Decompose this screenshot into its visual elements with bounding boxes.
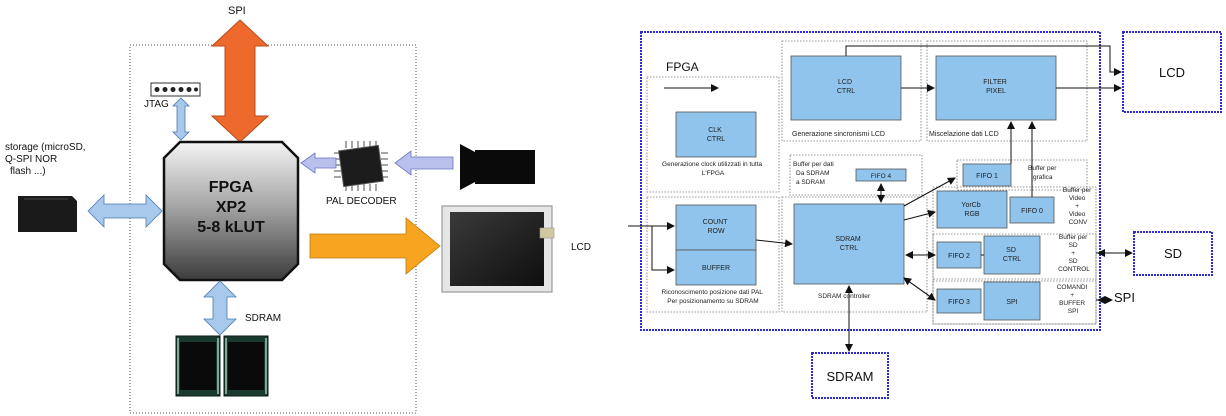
buffer-sd-caption: Buffer per SD + SD CONTROL	[1058, 234, 1090, 273]
spi-block	[983, 281, 1041, 321]
fpga-chip	[162, 140, 300, 282]
fpga-chip-line2: XP2	[216, 199, 246, 216]
fifo1-label: FIFO 1	[976, 173, 998, 180]
camera-icon	[460, 144, 535, 190]
fpga-sdram-bidirectional-arrow	[203, 280, 237, 336]
microsd-card-icon	[18, 196, 77, 232]
fpga-to-lcd-arrow	[309, 217, 441, 275]
pal-decoder-chip-icon	[334, 141, 388, 191]
storage-label: storage (microSD, Q-SPI NOR flash ...)	[5, 142, 88, 177]
clk-caption: Generazione clock utilizzati in tutta L'…	[662, 161, 764, 177]
fpga-chip-line3: 5-8 kLUT	[197, 219, 265, 236]
buffer-label: BUFFER	[702, 265, 730, 272]
fifo2-block	[936, 241, 982, 269]
fifo3-label: FIFO 3	[948, 299, 970, 306]
fpga-chip-line1: FPGA	[209, 179, 254, 196]
filter-pixel-block	[935, 55, 1057, 121]
yorcb-rgb-block	[936, 190, 1008, 229]
fpga-frame	[640, 31, 1101, 331]
lcd-ctrl-label: LCD CTRL	[837, 79, 855, 95]
jtag-label: JTAG	[144, 99, 169, 110]
external-spi-label: SPI	[1114, 290, 1135, 305]
clk-ctrl-label: CLK CTRL	[707, 127, 725, 143]
pal-to-fpga-arrow	[300, 152, 337, 174]
external-sd-label: SD	[1164, 246, 1182, 261]
sdram-chips-icon	[175, 335, 269, 397]
sdram-ctrl-block	[793, 203, 905, 285]
comandi-caption: COMANDI + BUFFER SPI	[1057, 284, 1090, 315]
filter-pixel-label: FILTER PIXEL	[983, 79, 1009, 95]
fifo3-block	[936, 288, 982, 314]
spi-block-label: SPI	[1006, 299, 1017, 306]
lcd-panel-icon	[441, 205, 555, 293]
jtag-arrow	[172, 97, 190, 141]
left-block-diagram: SPI JTAG storage (microSD, Q-SPI NOR fla…	[5, 5, 591, 414]
buffer-grafica-caption: Buffer per grafica	[1028, 165, 1058, 181]
external-lcd-box	[1122, 31, 1222, 113]
buffer-sdram-caption: Buffer per dati Da SDRAM a SDRAM	[793, 161, 836, 186]
camera-to-pal-arrow	[394, 150, 454, 176]
spi-bidirectional-arrow	[210, 19, 270, 143]
sd-ctrl-label: SD CTRL	[1003, 247, 1021, 263]
yorcb-label: YorCb RGB	[961, 202, 982, 218]
count-row-block	[675, 204, 757, 251]
external-sdram-box	[811, 352, 889, 399]
fpga-title: FPGA	[666, 60, 699, 74]
fifo4-block	[855, 168, 907, 182]
external-lcd-label: LCD	[1159, 65, 1185, 80]
clk-ctrl-block	[675, 111, 757, 158]
sd-ctrl-block	[983, 235, 1041, 275]
lcd-label: LCD	[571, 242, 591, 253]
sdram-controller-caption: SDRAM controller	[818, 293, 871, 300]
pal-decoder-label: PAL DECODER	[326, 196, 397, 207]
spi-top-label: SPI	[228, 5, 246, 17]
buffer-video-caption: Buffer per Video + Video CONV	[1063, 187, 1093, 226]
pal-caption: Riconoscimento posizione dati PAL Per po…	[662, 289, 765, 305]
fifo0-label: FIFO 0	[1021, 208, 1043, 215]
external-sd-box	[1133, 231, 1213, 276]
sdram-label: SDRAM	[245, 313, 281, 324]
jtag-connector-icon	[150, 82, 201, 97]
fifo4-label: FIFO 4	[871, 173, 892, 180]
lcd-section-caption: Generazione sincronismi LCD	[792, 131, 885, 138]
storage-bidirectional-arrow	[87, 194, 163, 228]
sdram-ctrl-label: SDRAM CTRL	[835, 236, 862, 252]
right-block-diagram: FPGA	[628, 31, 1222, 399]
section-outlines	[646, 40, 1097, 325]
count-row-label: COUNT ROW	[703, 219, 730, 235]
fifo2-label: FIFO 2	[948, 253, 970, 260]
connection-lines	[628, 45, 1133, 352]
fifo1-block	[962, 163, 1012, 187]
external-sdram-label: SDRAM	[827, 369, 874, 384]
filter-section-caption: Miscelazione dati LCD	[929, 131, 999, 138]
buffer-block	[675, 249, 757, 286]
